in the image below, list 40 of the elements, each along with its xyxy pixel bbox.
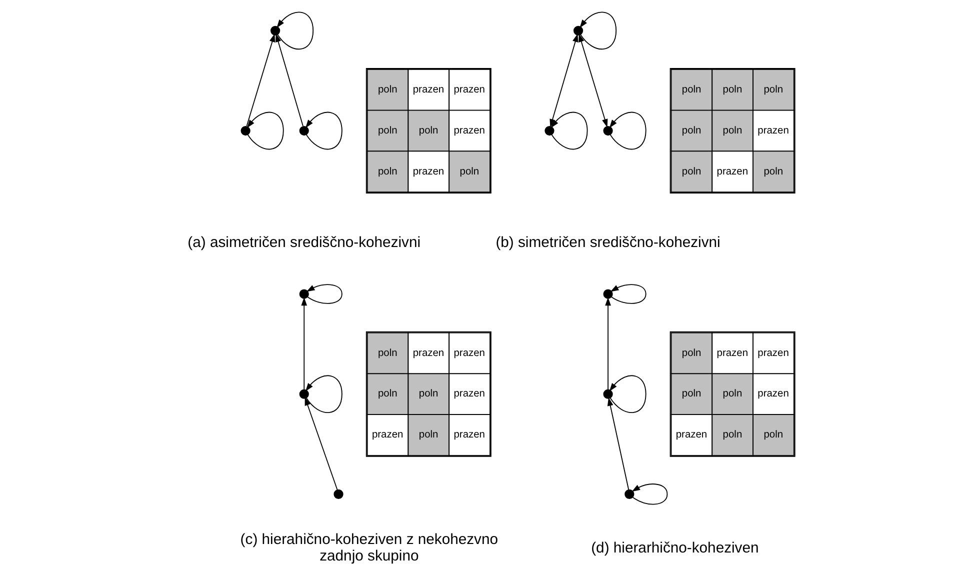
label: prazen (453, 84, 485, 96)
label: poln (681, 348, 701, 359)
label: prazen (757, 348, 788, 359)
label: poln (681, 125, 701, 136)
label: prazen (716, 166, 748, 178)
label: poln (763, 166, 783, 178)
label: (d) hierarhično-koheziven (590, 540, 758, 556)
label: (a) asimetričen središčno-kohezivni (187, 234, 420, 251)
label: poln (722, 125, 742, 136)
label: prazen (675, 430, 707, 441)
label: poln (378, 388, 397, 400)
label: poln (722, 430, 742, 441)
label: poln (722, 388, 742, 400)
label: prazen (412, 348, 444, 359)
label: prazen (453, 348, 485, 359)
label: poln (763, 84, 783, 96)
label: poln (681, 388, 701, 400)
label: poln (681, 166, 701, 178)
label: (b) simetričen središčno-kohezivni (495, 234, 720, 251)
label: (c) hierahično-koheziven z nekohezvno zadnjo skupino (240, 532, 498, 565)
label: prazen (716, 348, 748, 359)
label: prazen (371, 430, 403, 441)
label: prazen (453, 388, 485, 400)
label: prazen (757, 388, 788, 400)
label: prazen (453, 430, 485, 441)
label: poln (418, 430, 438, 441)
label: poln (681, 84, 701, 96)
label: poln (459, 166, 479, 178)
label: poln (418, 125, 438, 136)
label: poln (378, 166, 397, 178)
label: poln (378, 125, 397, 136)
label: poln (378, 84, 397, 96)
label: prazen (412, 166, 444, 178)
label: poln (763, 430, 783, 441)
label: poln (722, 84, 742, 96)
label: prazen (412, 84, 444, 96)
label: poln (378, 348, 397, 359)
label: prazen (757, 125, 788, 136)
label: prazen (453, 125, 485, 136)
label: poln (418, 388, 438, 400)
